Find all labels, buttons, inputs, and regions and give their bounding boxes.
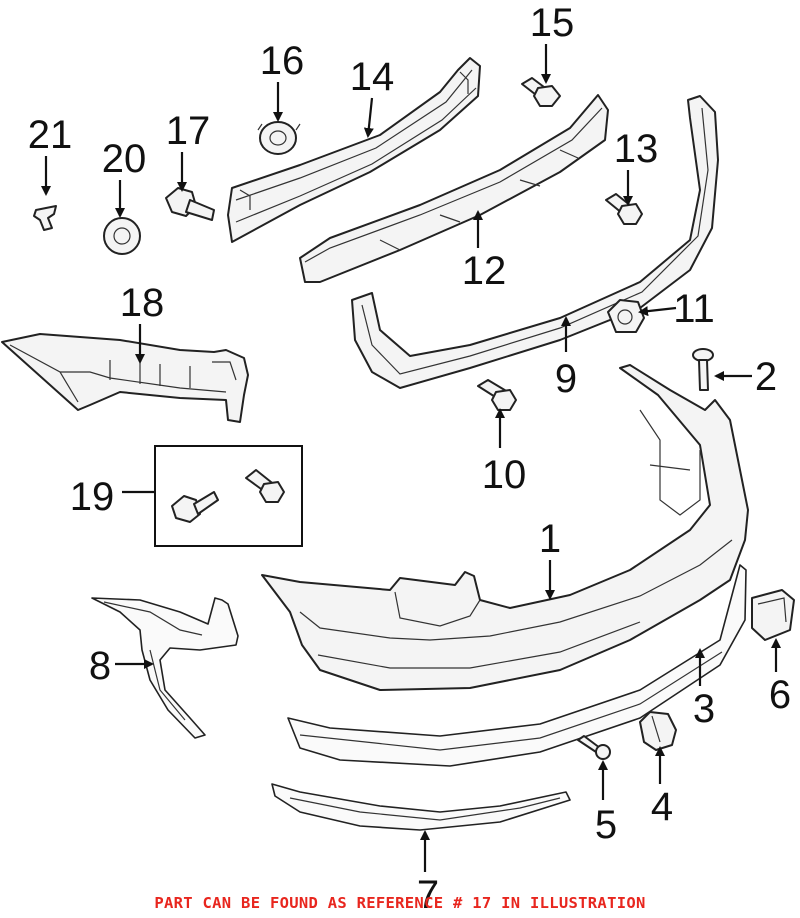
part-11-nut: [607, 299, 645, 333]
callout-11: 11: [673, 287, 715, 331]
leader-11: [638, 306, 677, 317]
callout-10: 10: [482, 453, 527, 497]
part-18-side-bracket: [1, 333, 249, 423]
part-21-clip: [33, 205, 57, 231]
leader-14: [363, 97, 374, 138]
part-4-clip: [639, 711, 677, 751]
callout-labels: 1 2 3 4 5 6 7 8 9 10 11 12 13 14 15 16 1…: [28, 1, 791, 917]
part-5-screw: [577, 735, 611, 760]
part-12-foam-absorber: [299, 94, 609, 283]
part-1-bumper-cover: [261, 364, 749, 691]
part-3-valance: [287, 564, 747, 767]
callout-16: 16: [260, 39, 305, 83]
callout-6: 6: [769, 673, 791, 717]
callout-15: 15: [530, 1, 575, 45]
callout-21: 21: [28, 113, 73, 157]
part-7-trim-molding: [271, 783, 571, 831]
callout-2: 2: [755, 355, 777, 399]
callout-9: 9: [555, 357, 577, 401]
part-17-bolt: [165, 187, 215, 221]
part-9-reinforcement: [351, 95, 719, 389]
part-13-bolt: [605, 193, 643, 225]
callout-20: 20: [102, 137, 147, 181]
part-2-push-pin: [692, 348, 714, 391]
callout-1: 1: [539, 517, 561, 561]
part-19-bolt-kit: [154, 445, 303, 547]
leader-lines: [41, 44, 781, 872]
callout-8: 8: [89, 644, 111, 688]
callout-13: 13: [614, 127, 659, 171]
callout-18: 18: [120, 281, 165, 325]
callout-17: 17: [166, 109, 211, 153]
callout-4: 4: [651, 785, 673, 829]
callout-5: 5: [595, 803, 617, 847]
callout-7: 7: [417, 873, 439, 917]
reference-note: PART CAN BE FOUND AS REFERENCE # 17 IN I…: [154, 894, 645, 912]
callout-3: 3: [693, 687, 715, 731]
part-20-grommet: [103, 217, 141, 255]
callout-12: 12: [462, 249, 507, 293]
part-8-side-bracket: [91, 597, 239, 739]
part-14-absorber-bar: [227, 57, 481, 243]
part-6-tow-cover: [751, 589, 795, 641]
callout-19: 19: [70, 475, 115, 519]
part-15-bolt: [521, 77, 561, 107]
part-16-grommet: [257, 121, 301, 155]
callout-14: 14: [350, 55, 395, 99]
part-10-bolt: [477, 379, 517, 411]
